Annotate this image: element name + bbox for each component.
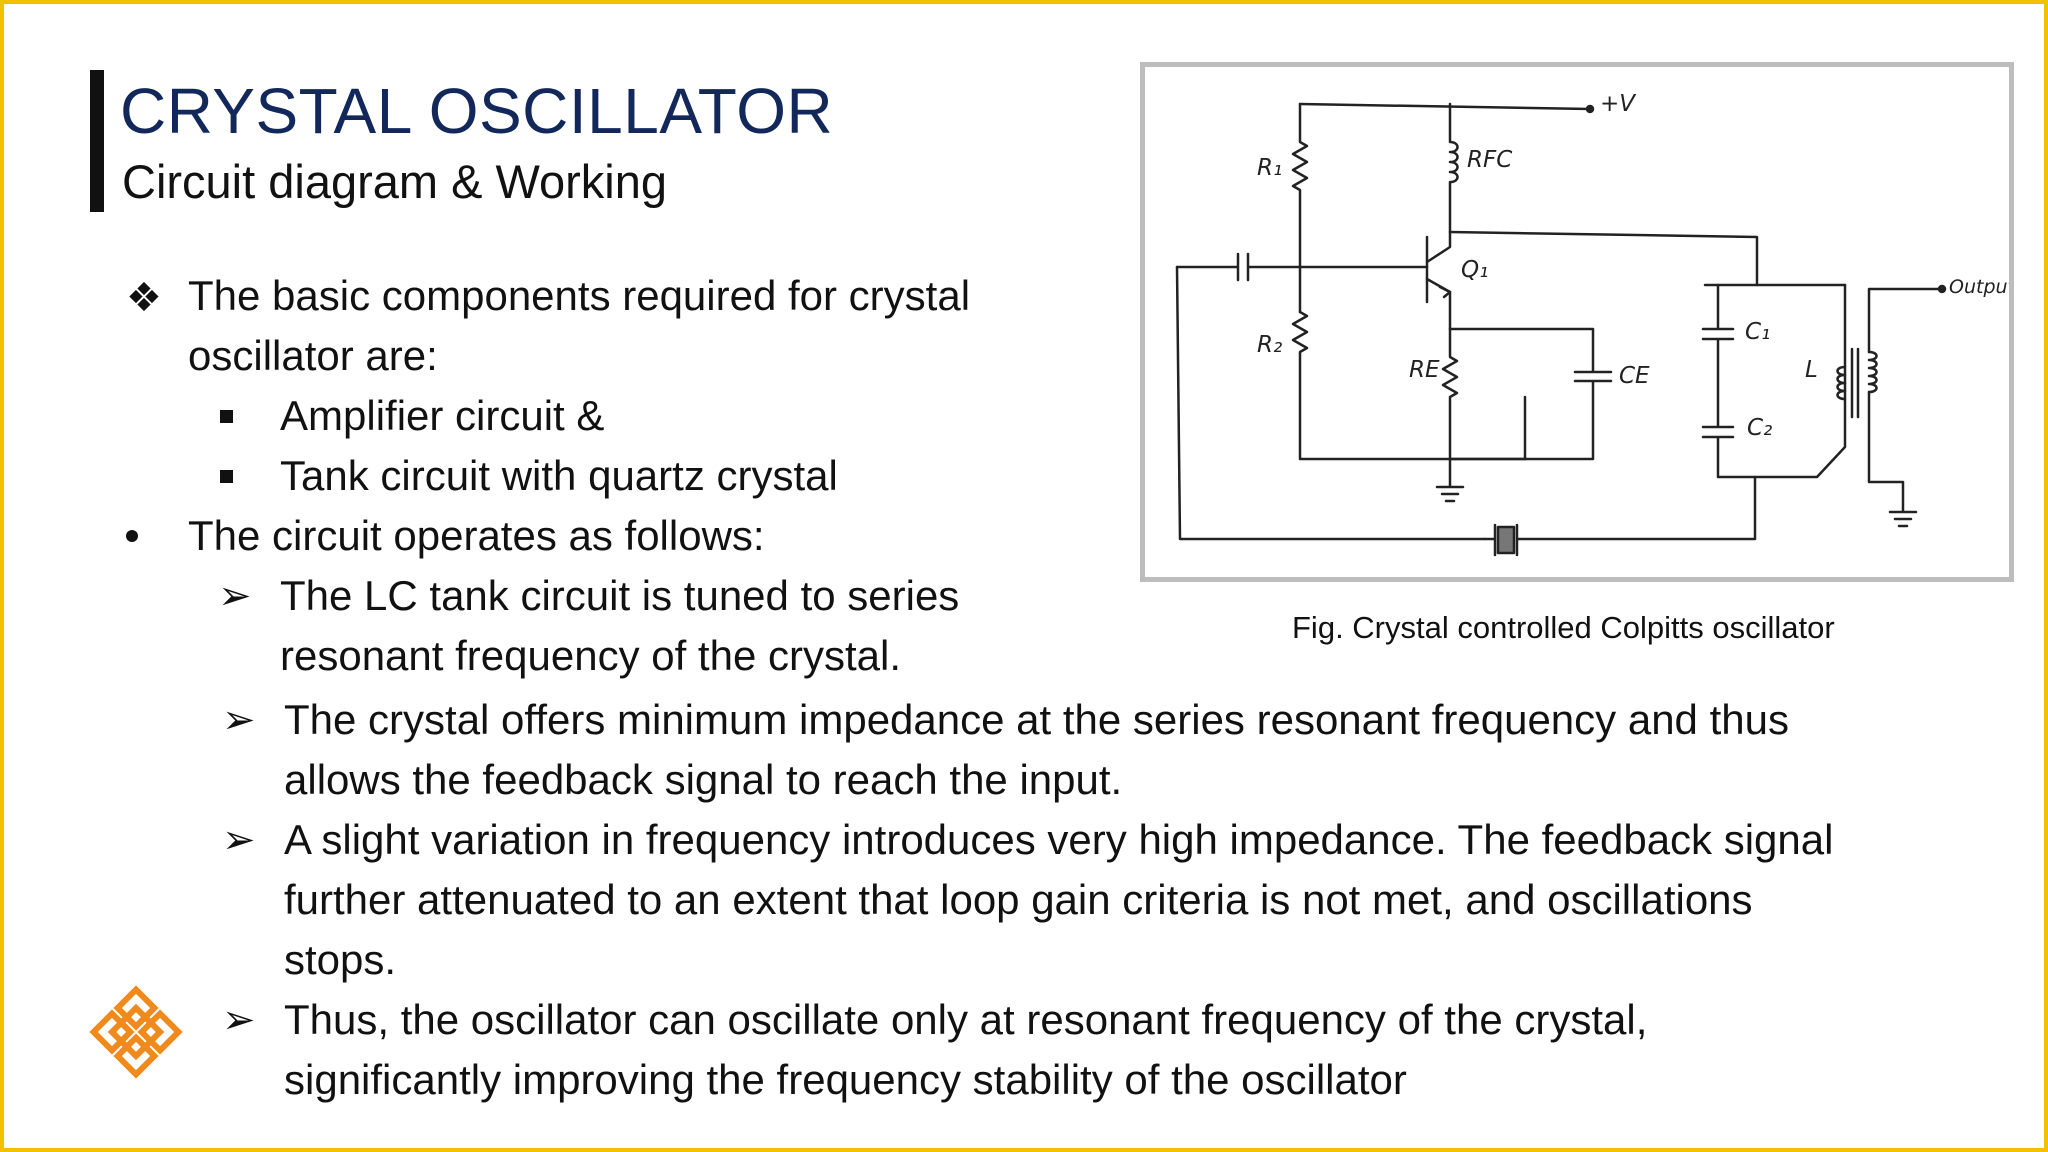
arrowhead-icon: ➢ [222,998,256,1042]
page-title: CRYSTAL OSCILLATOR [120,75,834,147]
arrowhead-icon: ➢ [222,698,256,742]
point-4-line-2: significantly improving the frequency st… [284,1056,1407,1103]
round-bullet-icon [126,530,138,542]
component-item: Tank circuit with quartz crystal [280,452,838,499]
operation-heading: The circuit operates as follows: [188,512,765,559]
point-2-line-1: The crystal offers minimum impedance at … [284,696,1789,743]
point-2-line-2: allows the feedback signal to reach the … [284,756,1123,803]
point-4-line-1: Thus, the oscillator can oscillate only … [284,996,1648,1043]
intro-line-1: The basic components required for crysta… [188,272,971,319]
label-re: RE [1409,357,1440,383]
colpitts-circuit-svg: +V R₁ RFC Q₁ R₂ RE CE C₁ C₂ L Output [1175,91,2009,557]
arrowhead-icon: ➢ [218,574,252,618]
label-r2: R₂ [1257,332,1282,358]
label-q1: Q₁ [1461,257,1488,283]
arrowhead-icon: ➢ [222,818,256,862]
point-3-line-1: A slight variation in frequency introduc… [284,816,1834,863]
endless-knot-logo-icon [89,985,183,1079]
square-bullet-icon [220,470,233,483]
label-l: L [1805,357,1818,383]
point-3-line-2: further attenuated to an extent that loo… [284,876,1753,923]
square-bullet-icon [220,410,233,423]
circuit-diagram-figure: +V R₁ RFC Q₁ R₂ RE CE C₁ C₂ L Output [1140,62,2014,582]
figure-caption: Fig. Crystal controlled Colpitts oscilla… [1292,610,1835,645]
label-r1: R₁ [1257,155,1282,181]
point-1-line-2: resonant frequency of the crystal. [280,632,901,679]
point-3-line-3: stops. [284,936,397,983]
label-c1: C₁ [1745,319,1770,345]
point-1-line-1: The LC tank circuit is tuned to series [280,572,960,619]
label-ce: CE [1619,363,1650,389]
label-rfc: RFC [1467,147,1512,173]
label-supply: +V [1600,91,1637,117]
intro-line-2: oscillator are: [188,332,438,379]
diamond-cluster-icon: ❖ [126,276,162,320]
component-item: Amplifier circuit & [280,392,605,439]
label-c2: C₂ [1747,415,1772,441]
title-accent-bar [90,70,104,212]
label-output: Output [1949,276,2009,298]
page-subtitle: Circuit diagram & Working [122,155,668,208]
